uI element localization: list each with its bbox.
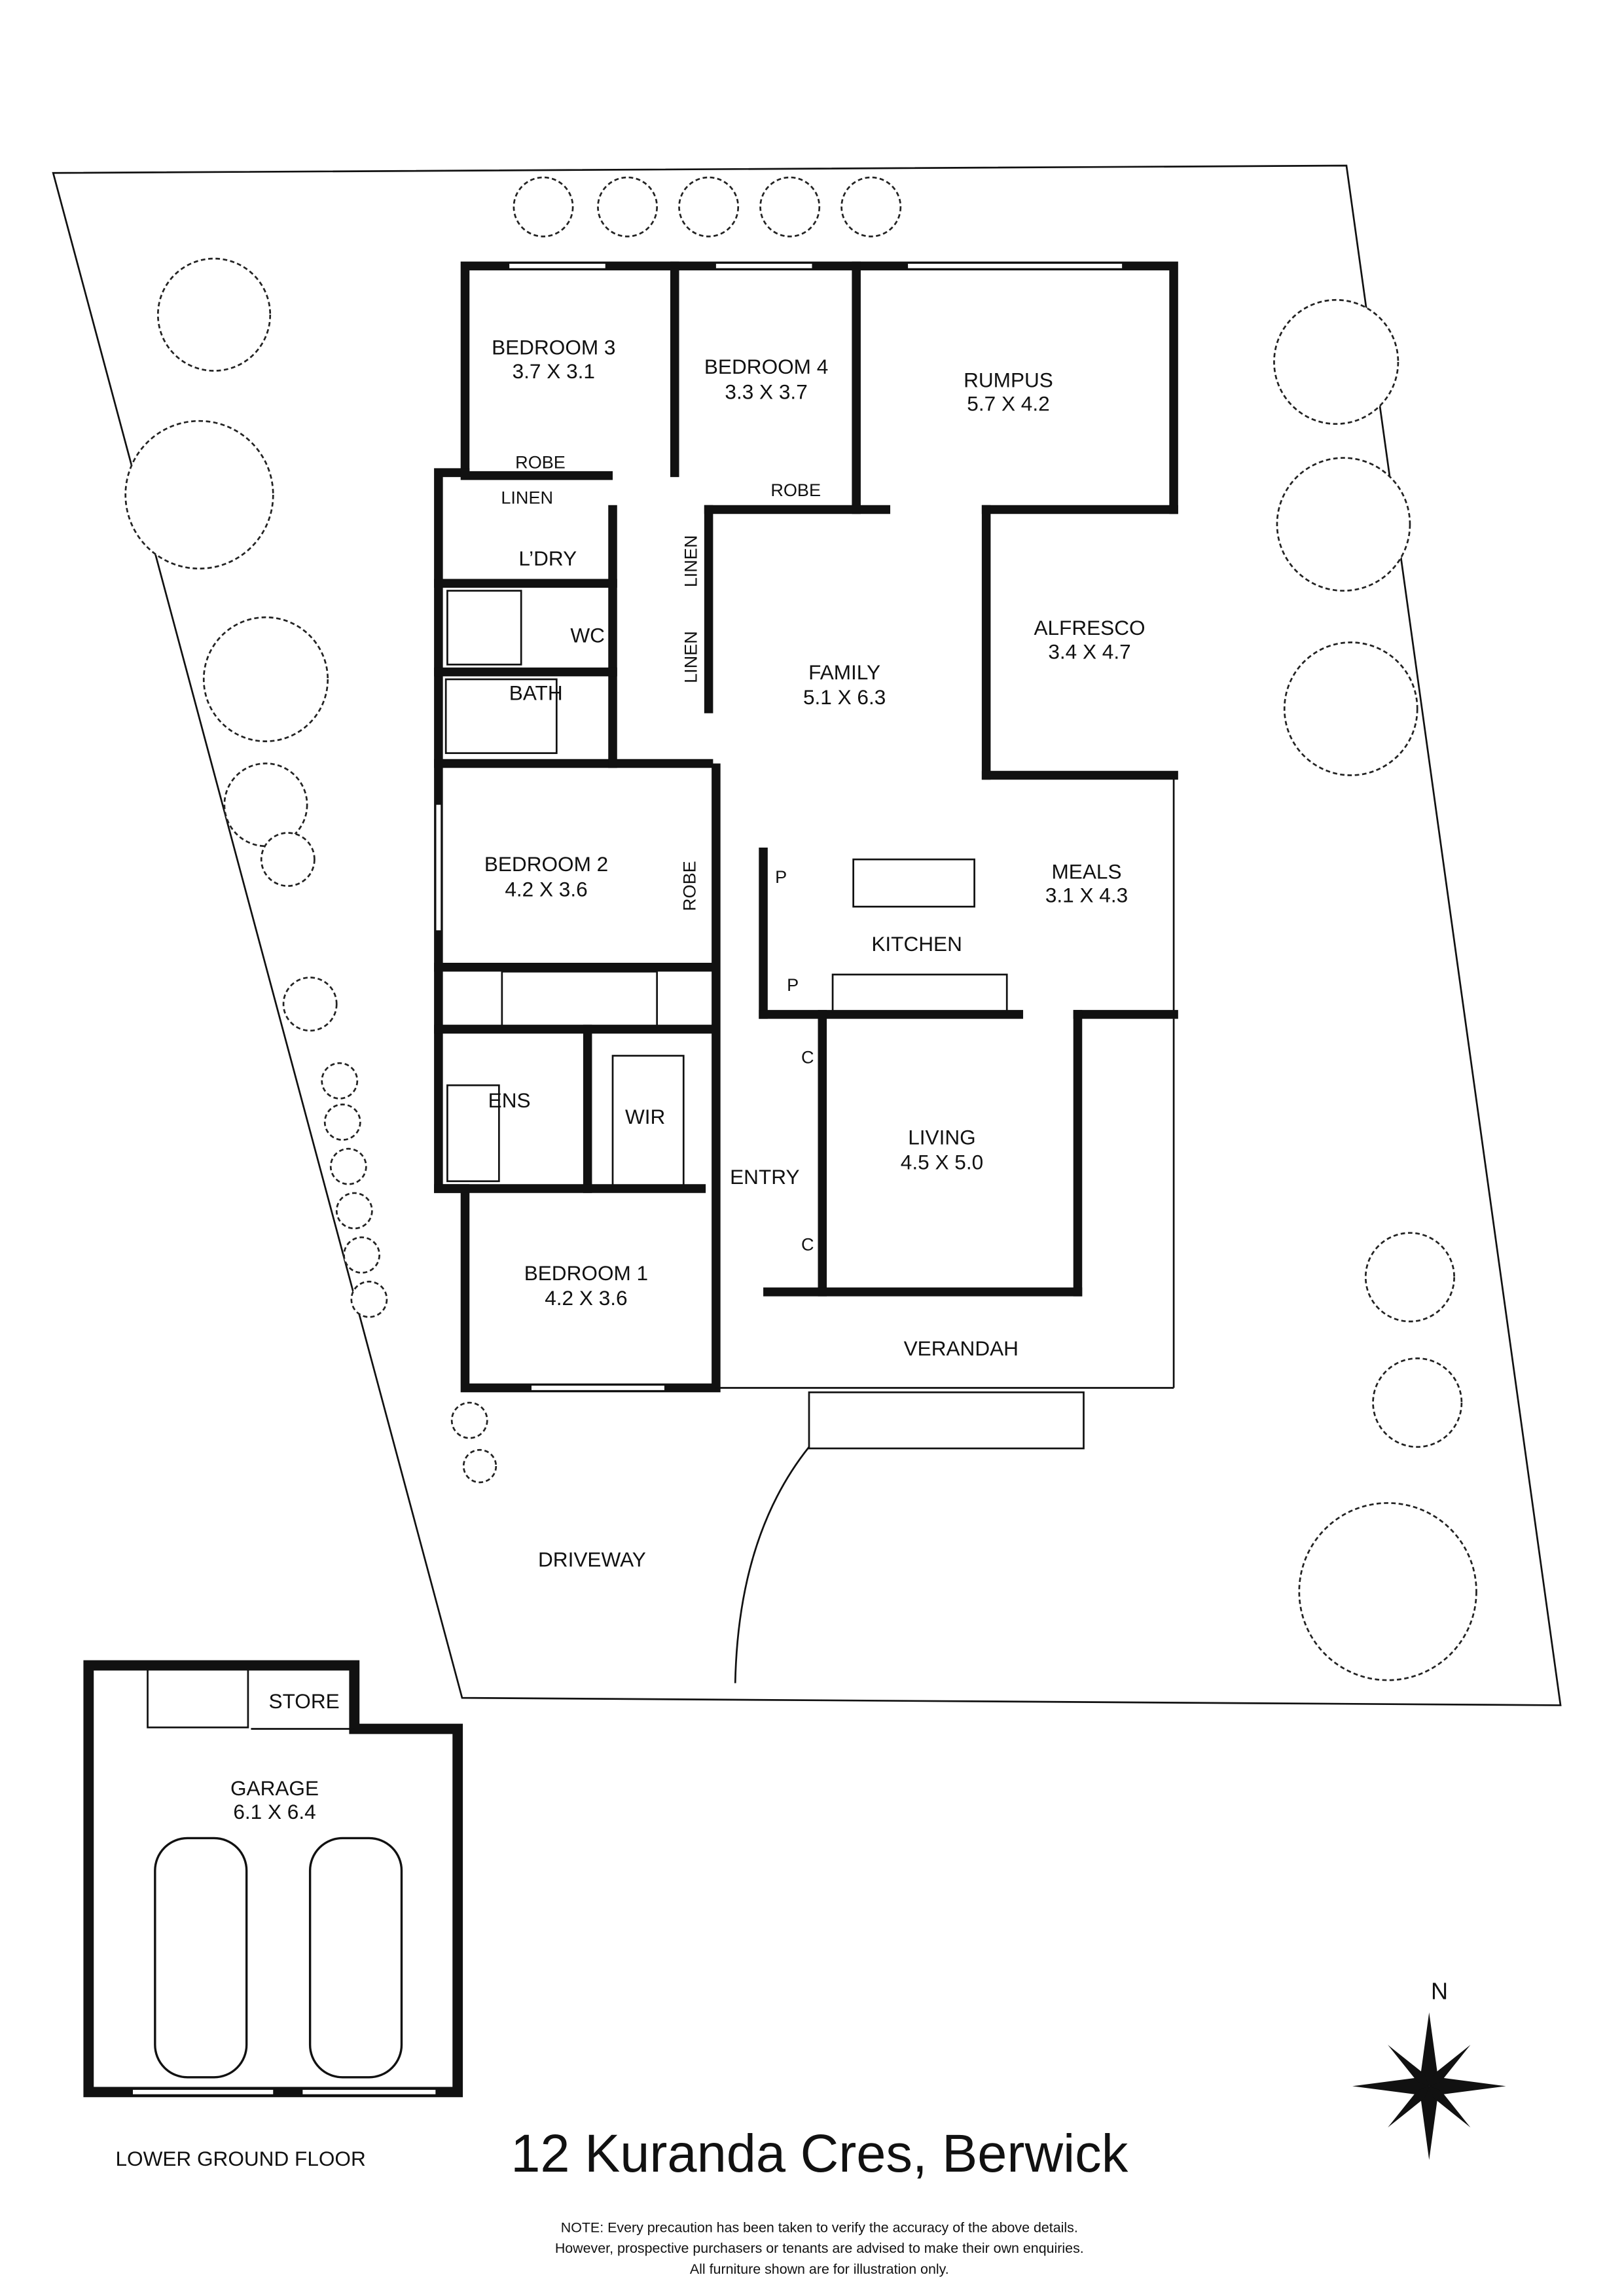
tree-icon [678, 176, 740, 238]
tree-icon [350, 1280, 388, 1318]
room-label: VERANDAH [904, 1336, 1019, 1360]
tree-icon [124, 420, 274, 570]
tree-icon [450, 1401, 488, 1439]
room-label: LINEN [681, 535, 701, 588]
room-label: ROBE [515, 452, 566, 472]
room-dims: 6.1 X 6.4 [233, 1800, 316, 1823]
room-label: ROBE [770, 480, 821, 500]
tree-icon [1273, 298, 1399, 425]
tree-icon [156, 257, 272, 372]
note-line: NOTE: Every precaution has been taken to… [561, 2220, 1078, 2236]
room-label: KITCHEN [871, 932, 962, 956]
room-dims: 3.1 X 4.3 [1045, 883, 1128, 906]
room-label: BATH [509, 681, 563, 704]
tree-icon [1298, 1502, 1477, 1681]
room-name: BEDROOM 4 [704, 355, 828, 378]
room-label: P [775, 867, 787, 887]
room-label: C [801, 1235, 814, 1255]
car-icon [154, 1837, 248, 2079]
room-name: GARAGE [230, 1776, 319, 1800]
address-title: 12 Kuranda Cres, Berwick [511, 2125, 1128, 2183]
room-name: LIVING [908, 1125, 975, 1149]
compass-north-label: N [1431, 1977, 1448, 2004]
tree-icon [223, 762, 308, 848]
tree-icon [597, 176, 659, 238]
room-label: LINEN [501, 488, 553, 507]
note-line: However, prospective purchasers or tenan… [555, 2240, 1084, 2256]
level-label: LOWER GROUND FLOOR [115, 2147, 365, 2170]
trees [124, 176, 1477, 1681]
compass-icon [1352, 2012, 1506, 2161]
tree-icon [282, 977, 338, 1032]
room-dims: 5.1 X 6.3 [803, 685, 886, 709]
room-label: ENS [488, 1088, 531, 1112]
room-dims: 3.4 X 4.7 [1048, 639, 1130, 663]
tree-icon [759, 176, 821, 238]
room-dims: 4.2 X 3.6 [545, 1286, 627, 1310]
room-name: RUMPUS [964, 368, 1053, 391]
garage-walls [83, 1660, 463, 2098]
room-name: BEDROOM 3 [492, 336, 615, 359]
room-dims: 5.7 X 4.2 [967, 391, 1049, 415]
room-label: P [787, 975, 799, 995]
site-boundary [52, 164, 1562, 1706]
room-dims: 4.2 X 3.6 [505, 877, 587, 901]
room-label: C [801, 1047, 814, 1067]
tree-icon [202, 616, 329, 742]
tree-icon [1364, 1232, 1455, 1323]
room-label: WC [570, 624, 605, 647]
tree-icon [335, 1192, 373, 1230]
room-name: BEDROOM 2 [484, 852, 608, 876]
room-dims: 3.7 X 3.1 [513, 359, 595, 383]
verandah-steps [147, 971, 1085, 1729]
tree-icon [321, 1062, 359, 1100]
room-label: L’DRY [518, 547, 577, 570]
tree-icon [840, 176, 902, 238]
tree-icon [513, 176, 574, 238]
tree-icon [343, 1236, 381, 1274]
note-line: All furniture shown are for illustration… [690, 2261, 949, 2277]
tree-icon [1276, 457, 1411, 592]
house-walls [434, 261, 1178, 1393]
room-name: FAMILY [808, 660, 880, 684]
room-label: DRIVEWAY [538, 1547, 646, 1571]
tree-icon [1372, 1357, 1463, 1448]
room-label: ENTRY [730, 1165, 799, 1189]
tree-icon [1283, 641, 1418, 776]
tree-icon [323, 1103, 361, 1141]
tree-icon [462, 1448, 497, 1484]
room-label: ROBE [679, 861, 699, 911]
room-label: STORE [269, 1689, 340, 1713]
room-dims: 4.5 X 5.0 [901, 1151, 983, 1174]
room-label: WIR [625, 1105, 665, 1128]
room-name: ALFRESCO [1034, 616, 1145, 639]
driveway-edge [734, 1446, 810, 1683]
tree-icon [329, 1147, 367, 1185]
room-label: LINEN [681, 631, 701, 683]
car-icon [308, 1837, 403, 2079]
room-name: MEALS [1052, 859, 1122, 883]
room-name: BEDROOM 1 [524, 1261, 648, 1285]
room-dims: 3.3 X 3.7 [725, 380, 807, 403]
tree-icon [260, 832, 316, 888]
